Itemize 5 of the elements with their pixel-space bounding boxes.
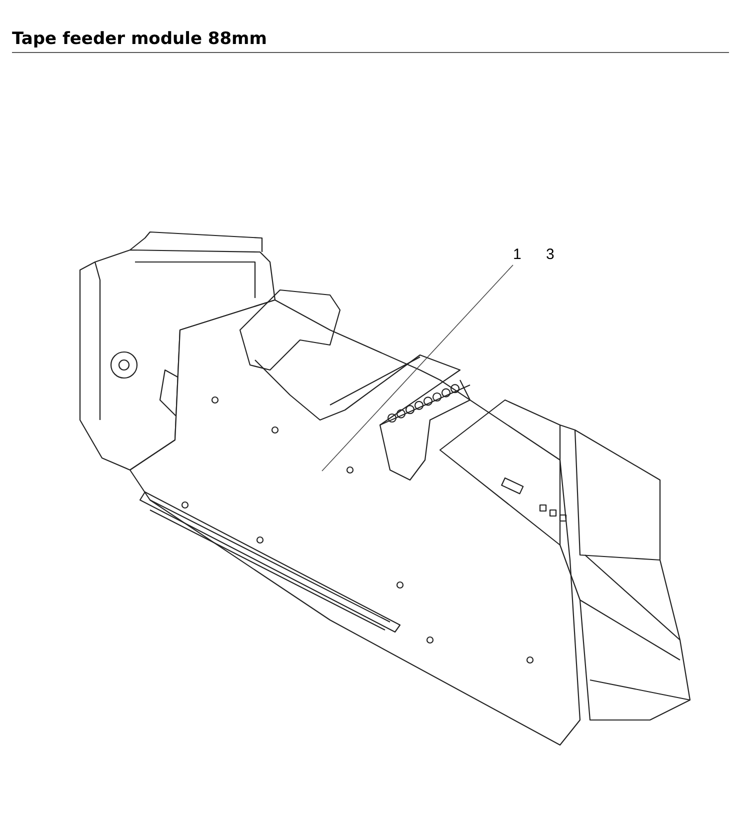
title: Tape feeder module 88mm <box>12 28 268 50</box>
leader-line <box>322 264 514 472</box>
callout-number: 3 <box>546 247 554 263</box>
callout-number: 1 <box>513 247 522 263</box>
side-panel <box>129 299 581 746</box>
